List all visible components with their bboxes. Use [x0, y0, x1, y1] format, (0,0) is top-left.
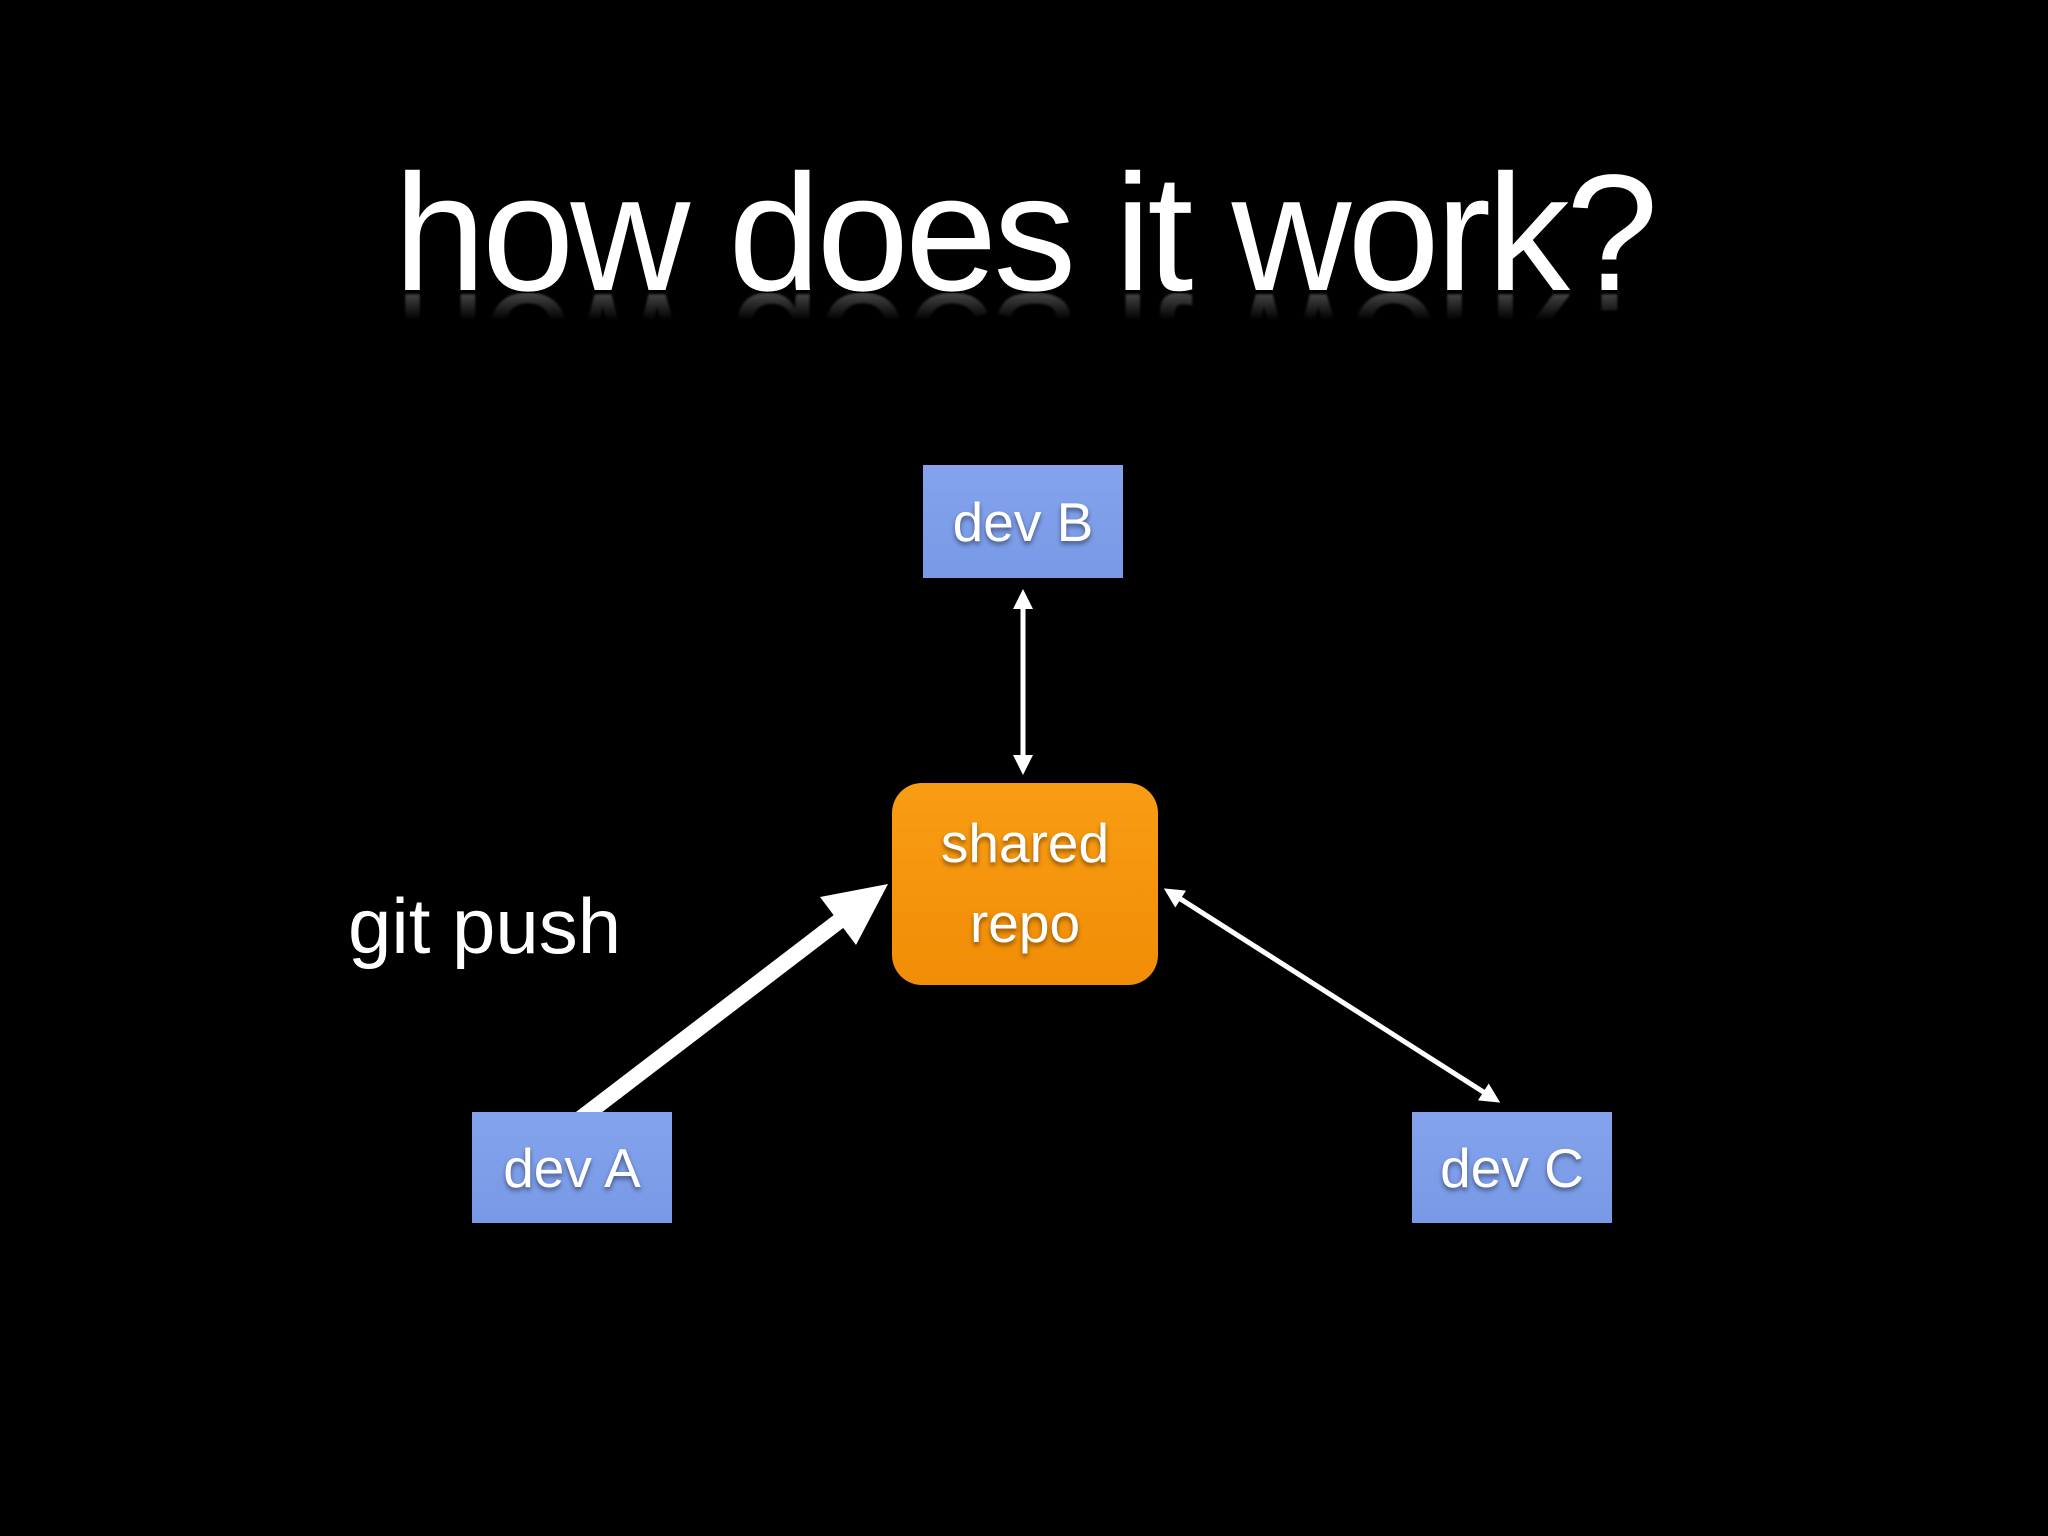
node-dev-a: dev A	[472, 1112, 672, 1223]
node-dev-b-label: dev B	[952, 490, 1094, 553]
edge-sharedRepo-devC-double-arrow	[1163, 888, 1501, 1103]
edge-sharedRepo-devC-line	[1163, 888, 1501, 1103]
node-dev-b: dev B	[923, 465, 1123, 578]
node-shared-repo: shared repo	[892, 783, 1158, 985]
slide-title: how does it work?	[393, 141, 1659, 326]
edge-devA-sharedRepo-arrowhead	[820, 884, 888, 945]
node-dev-a-label: dev A	[503, 1136, 641, 1199]
node-shared-repo-label: shared repo	[940, 812, 1110, 954]
node-dev-c: dev C	[1412, 1112, 1612, 1223]
edge-label-git-push: git push	[348, 882, 622, 970]
edge-devA-sharedRepo-thick-arrow	[575, 884, 888, 1126]
node-dev-c-label: dev C	[1440, 1136, 1584, 1199]
